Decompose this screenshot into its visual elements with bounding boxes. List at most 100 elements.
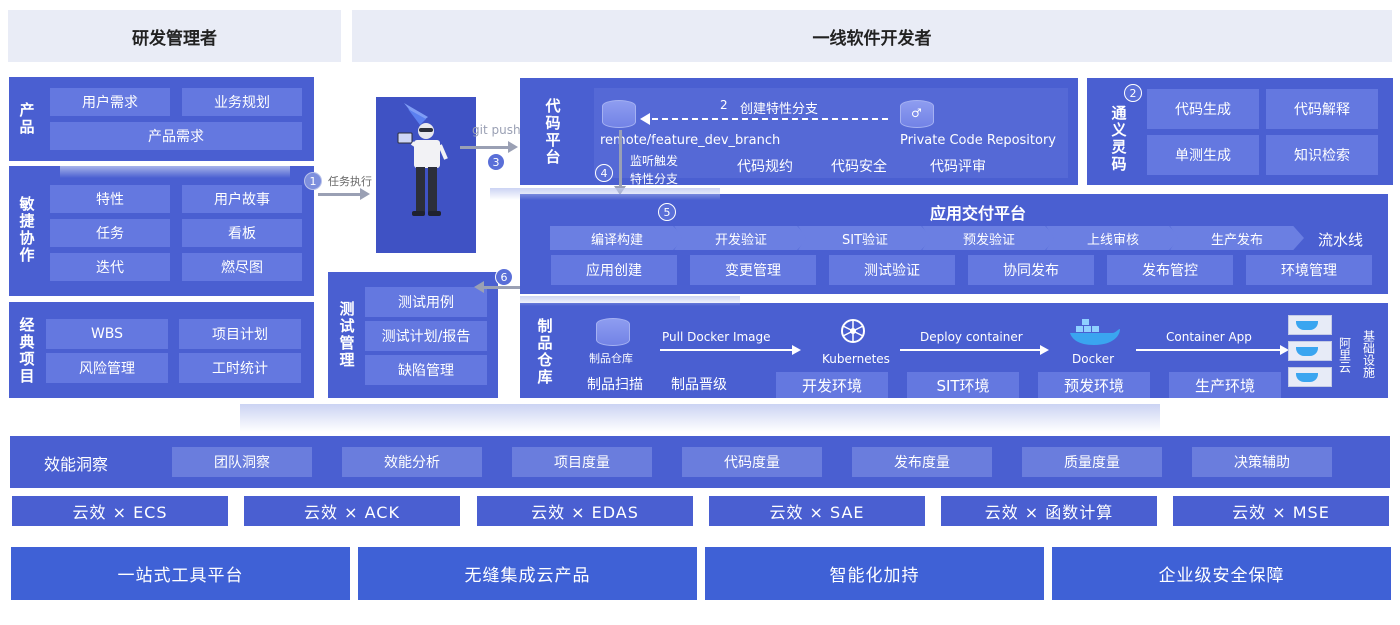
- cloud-ecs[interactable]: 云效 × ECS: [12, 496, 228, 526]
- insight-item-project[interactable]: 项目度量: [512, 447, 652, 477]
- docker-whale-icon: [1296, 321, 1318, 330]
- remote-repo-database-icon: [602, 100, 636, 128]
- product-label: 产品: [17, 102, 36, 136]
- code-platform-inner: [594, 88, 1068, 178]
- agile-item-kanban[interactable]: 看板: [182, 219, 302, 247]
- app-delivery-title: 应用交付平台: [930, 204, 1027, 223]
- test-management-label: 测试管理: [337, 301, 356, 369]
- git-push-arrow-line: [460, 146, 510, 149]
- delivery-item-app-create[interactable]: 应用创建: [551, 255, 677, 285]
- header-rd-manager: 研发管理者: [8, 10, 341, 62]
- classic-project-panel: [9, 302, 314, 398]
- artifact-promote[interactable]: 制品晋级: [671, 377, 727, 393]
- insight-item-team[interactable]: 团队洞察: [172, 447, 312, 477]
- step-4-badge: 4: [595, 164, 613, 182]
- code-delivery-divider: [490, 188, 720, 200]
- pipeline-step-production[interactable]: 生产发布: [1170, 226, 1304, 250]
- test-item-defects[interactable]: 缺陷管理: [365, 355, 487, 385]
- agile-item-iteration[interactable]: 迭代: [50, 253, 170, 281]
- docker-icon: [1070, 319, 1120, 345]
- pillar-intelligence: 智能化加持: [705, 547, 1044, 600]
- code-item-security[interactable]: 代码安全: [831, 159, 887, 175]
- remote-feature-branch: remote/feature_dev_branch: [600, 133, 781, 148]
- pipeline-step-build[interactable]: 编译构建: [550, 226, 684, 250]
- artifact-scan[interactable]: 制品扫描: [587, 377, 643, 393]
- code-item-standards[interactable]: 代码规约: [737, 159, 793, 175]
- step-1-arrow-head: [360, 188, 370, 200]
- artifact-repo-name: 制品仓库: [589, 352, 633, 365]
- deploy-arrow-line: [900, 349, 1042, 351]
- product-item-user-needs[interactable]: 用户需求: [50, 88, 170, 116]
- insight-label: 效能洞察: [44, 455, 109, 474]
- pillar-enterprise-security: 企业级安全保障: [1052, 547, 1391, 600]
- delivery-item-test-verify[interactable]: 测试验证: [829, 255, 955, 285]
- pull-image-arrow-head: [792, 345, 801, 355]
- pull-docker-image-label: Pull Docker Image: [662, 330, 771, 344]
- kubernetes-icon: [841, 319, 865, 343]
- delivery-item-change-mgmt[interactable]: 变更管理: [690, 255, 816, 285]
- classic-project-label: 经典项目: [17, 317, 36, 385]
- insight-item-quality[interactable]: 质量度量: [1022, 447, 1162, 477]
- pipeline-step-staging-verify[interactable]: 预发验证: [922, 226, 1056, 250]
- agile-item-user-story[interactable]: 用户故事: [182, 185, 302, 213]
- tongyi-item-code-gen[interactable]: 代码生成: [1147, 89, 1259, 129]
- agile-item-burndown[interactable]: 燃尽图: [182, 253, 302, 281]
- cloud-edas[interactable]: 云效 × EDAS: [477, 496, 693, 526]
- tongyi-item-knowledge[interactable]: 知识检索: [1266, 135, 1378, 175]
- step-2-label: 创建特性分支: [740, 102, 819, 117]
- code-item-review[interactable]: 代码评审: [930, 159, 986, 175]
- cloud-ack[interactable]: 云效 × ACK: [244, 496, 460, 526]
- create-branch-dashed-arrow: [652, 118, 888, 120]
- kubernetes-label: Kubernetes: [822, 352, 890, 366]
- cloud-sae[interactable]: 云效 × SAE: [709, 496, 925, 526]
- product-item-product-needs[interactable]: 产品需求: [50, 122, 302, 150]
- step-6-arrow-head: [474, 281, 484, 293]
- cloud-fc[interactable]: 云效 × 函数计算: [941, 496, 1157, 526]
- tongyi-item-code-explain[interactable]: 代码解释: [1266, 89, 1378, 129]
- step-4-label-line2: 特性分支: [630, 172, 679, 186]
- env-staging[interactable]: 预发环境: [1038, 372, 1150, 398]
- pipeline-step-dev-verify[interactable]: 开发验证: [674, 226, 808, 250]
- private-repo-git-symbol: ♂: [911, 106, 922, 120]
- env-dev[interactable]: 开发环境: [776, 372, 888, 398]
- test-item-cases[interactable]: 测试用例: [365, 287, 487, 317]
- product-item-business-plan[interactable]: 业务规划: [182, 88, 302, 116]
- infrastructure-label: 基础设施: [1361, 330, 1376, 378]
- env-production[interactable]: 生产环境: [1169, 372, 1281, 398]
- deploy-container-label: Deploy container: [920, 330, 1023, 344]
- agile-item-feature[interactable]: 特性: [50, 185, 170, 213]
- artifact-repo-database-icon: [596, 318, 630, 346]
- step-1-label: 任务执行: [328, 175, 372, 188]
- container-app-label: Container App: [1166, 330, 1252, 344]
- insight-item-release[interactable]: 发布度量: [852, 447, 992, 477]
- private-code-repository: Private Code Repository: [900, 133, 1056, 148]
- cloud-mse[interactable]: 云效 × MSE: [1173, 496, 1389, 526]
- delivery-item-co-release[interactable]: 协同发布: [968, 255, 1094, 285]
- insight-item-decision[interactable]: 决策辅助: [1192, 447, 1332, 477]
- delivery-item-env-mgmt[interactable]: 环境管理: [1246, 255, 1372, 285]
- delivery-artifact-divider: [520, 296, 740, 306]
- create-branch-arrow-head: [640, 113, 650, 125]
- container-app-arrow-line: [1136, 349, 1282, 351]
- tongyi-lingma-label: 通义灵码: [1109, 105, 1128, 173]
- artifact-repo-label: 制品仓库: [535, 318, 554, 386]
- git-push-arrow-head: [508, 141, 518, 153]
- classic-item-wbs[interactable]: WBS: [46, 319, 168, 349]
- classic-item-timesheet[interactable]: 工时统计: [179, 353, 301, 383]
- classic-item-risk[interactable]: 风险管理: [46, 353, 168, 383]
- test-item-plan-report[interactable]: 测试计划/报告: [365, 321, 487, 351]
- pipeline-step-sit-verify[interactable]: SIT验证: [798, 226, 932, 250]
- pipeline-step-release-review[interactable]: 上线审核: [1046, 226, 1180, 250]
- env-sit[interactable]: SIT环境: [907, 372, 1019, 398]
- insight-item-code[interactable]: 代码度量: [682, 447, 822, 477]
- agile-label: 敏捷协作: [17, 196, 36, 264]
- tongyi-item-unit-test[interactable]: 单测生成: [1147, 135, 1259, 175]
- agile-item-task[interactable]: 任务: [50, 219, 170, 247]
- private-repo-database-icon: [900, 100, 934, 128]
- container-app-arrow-head: [1280, 345, 1289, 355]
- delivery-item-release-control[interactable]: 发布管控: [1107, 255, 1233, 285]
- middle-fade-band: [240, 404, 1160, 432]
- classic-item-project-plan[interactable]: 项目计划: [179, 319, 301, 349]
- insight-item-efficiency[interactable]: 效能分析: [342, 447, 482, 477]
- step-1-arrow-line: [318, 193, 362, 196]
